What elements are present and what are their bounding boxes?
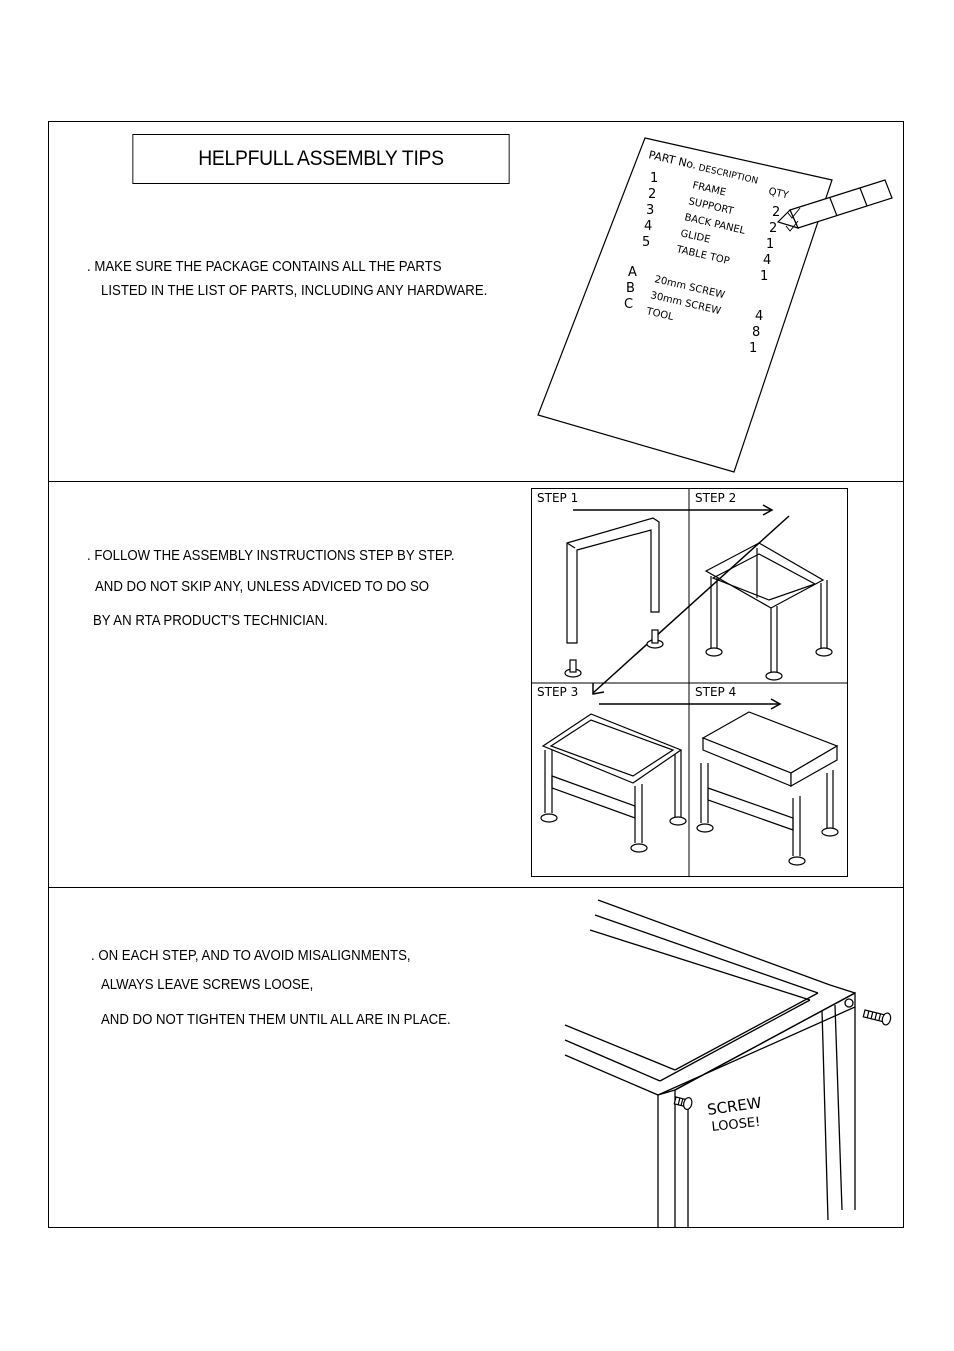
tip1-line2: LISTED IN THE LIST OF PARTS, INCLUDING A… (101, 282, 488, 299)
parts-row-qty: 1 (766, 237, 774, 252)
step-3-label: STEP 3 (537, 685, 578, 699)
page-title: HELPFULL ASSEMBLY TIPS (132, 134, 510, 184)
parts-row-no: A (628, 265, 637, 280)
tip2-line3: BY AN RTA PRODUCT'S TECHNICIAN. (93, 612, 328, 629)
tip3-line3: AND DO NOT TIGHTEN THEM UNTIL ALL ARE IN… (101, 1011, 451, 1028)
tip3-line2: ALWAYS LEAVE SCREWS LOOSE, (101, 976, 314, 993)
parts-row-qty: 2 (769, 221, 777, 236)
parts-row-no: 2 (648, 187, 656, 202)
tip3-line1: . ON EACH STEP, AND TO AVOID MISALIGNMEN… (91, 947, 411, 964)
parts-row-no: 3 (646, 203, 654, 218)
corner-joint-illustration: SCREW LOOSE! (564, 899, 892, 1227)
step-1-label: STEP 1 (537, 491, 578, 505)
parts-row-no: 1 (650, 171, 658, 186)
screw-note-line2: LOOSE! (711, 1115, 761, 1135)
parts-list-sheet-illustration: PART No. DESCRIPTION QTY 1FRAME22SUPPORT… (537, 137, 893, 473)
parts-row-qty: 1 (749, 341, 757, 356)
parts-row-no: 4 (644, 219, 652, 234)
tip-panel-screws: . ON EACH STEP, AND TO AVOID MISALIGNMEN… (48, 887, 904, 1228)
parts-row-qty: 1 (760, 269, 768, 284)
step-2-label: STEP 2 (695, 491, 736, 505)
step-4-label: STEP 4 (695, 685, 736, 699)
tip2-line2: AND DO NOT SKIP ANY, UNLESS ADVICED TO D… (95, 578, 430, 595)
parts-row-qty: 4 (763, 253, 771, 268)
tip1-line1: . MAKE SURE THE PACKAGE CONTAINS ALL THE… (87, 258, 442, 275)
tip2-line1: . FOLLOW THE ASSEMBLY INSTRUCTIONS STEP … (87, 547, 455, 564)
parts-row-no: 5 (642, 235, 650, 250)
assembly-steps-grid: STEP 1 STEP 2 STEP 3 STEP 4 (531, 488, 848, 877)
parts-row-no: B (626, 281, 635, 296)
parts-row-no: C (624, 297, 633, 312)
parts-row-qty: 4 (755, 309, 763, 324)
parts-row-qty: 2 (772, 205, 780, 220)
parts-row-qty: 8 (752, 325, 760, 340)
parts-header-qty: QTY (767, 186, 790, 201)
